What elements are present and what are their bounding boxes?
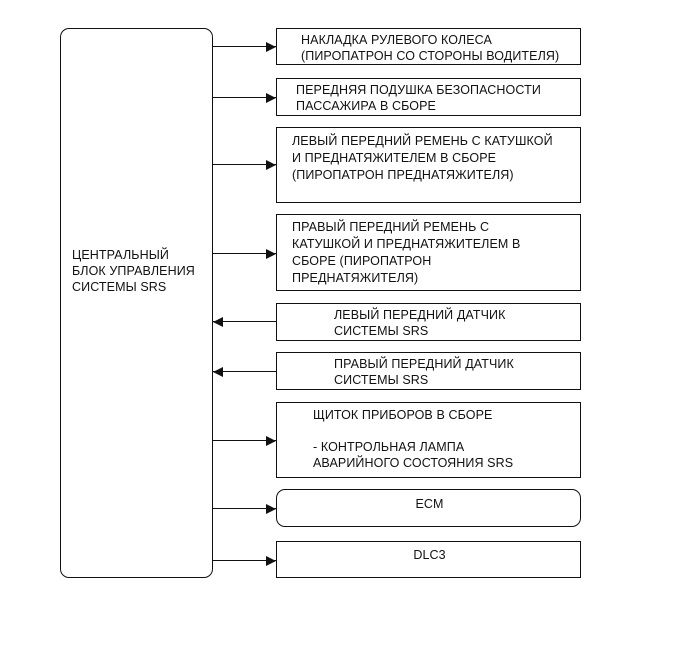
arrowhead-to-component-ecm [266, 503, 276, 514]
connector-line-left-front-belt [213, 164, 276, 165]
component-label-line: ПРАВЫЙ ПЕРЕДНИЙ ДАТЧИК [334, 357, 514, 371]
component-label-line: СБОРЕ (ПИРОПАТРОН [292, 254, 432, 268]
connector-line-dlc3 [213, 560, 276, 561]
component-label-line: КАТУШКОЙ И ПРЕДНАТЯЖИТЕЛЕМ В [292, 237, 521, 251]
component-label-line: ПАССАЖИРА В СБОРЕ [296, 99, 436, 113]
connector-line-passenger-airbag [213, 97, 276, 98]
connector-line-instrument-panel [213, 440, 276, 441]
component-label-line: АВАРИЙНОГО СОСТОЯНИЯ SRS [313, 456, 514, 470]
arrowhead-to-component-passenger-airbag [266, 92, 276, 103]
connector-line-right-front-belt [213, 253, 276, 254]
connector-line-steering-wheel-pad [213, 46, 276, 47]
component-label-line: (ПИРОПАТРОН ПРЕДНАТЯЖИТЕЛЯ) [292, 168, 514, 182]
arrowhead-to-component-right-front-belt [266, 248, 276, 259]
component-box-instrument-panel: ЩИТОК ПРИБОРОВ В СБОРЕ - КОНТРОЛЬНАЯ ЛАМП… [276, 402, 581, 478]
connector-line-right-front-sensor [213, 371, 276, 372]
arrowhead-to-component-dlc3 [266, 555, 276, 566]
arrowhead-to-component-instrument-panel [266, 435, 276, 446]
component-label-line: И ПРЕДНАТЯЖИТЕЛЕМ В СБОРЕ [292, 151, 497, 165]
component-box-left-front-sensor: ЛЕВЫЙ ПЕРЕДНИЙ ДАТЧИК СИСТЕМЫ SRS [276, 303, 581, 341]
component-label-line: (ПИРОПАТРОН СО СТОРОНЫ ВОДИТЕЛЯ) [301, 49, 560, 63]
component-box-passenger-airbag: ПЕРЕДНЯЯ ПОДУШКА БЕЗОПАСНОСТИ ПАССАЖИРА В… [276, 78, 581, 116]
arrowhead-to-central-right-front-sensor [213, 366, 223, 377]
component-box-dlc3: DLC3 [276, 541, 581, 578]
arrowhead-to-central-left-front-sensor [213, 316, 223, 327]
component-box-left-front-belt: ЛЕВЫЙ ПЕРЕДНИЙ РЕМЕНЬ С КАТУШКОЙ И ПРЕДНА… [276, 127, 581, 203]
connector-line-ecm [213, 508, 276, 509]
component-label-line: DLC3 [413, 548, 446, 562]
component-label-line: НАКЛАДКА РУЛЕВОГО КОЛЕСА [301, 33, 492, 47]
component-box-right-front-sensor: ПРАВЫЙ ПЕРЕДНИЙ ДАТЧИК СИСТЕМЫ SRS [276, 352, 581, 390]
component-label-line: - КОНТРОЛЬНАЯ ЛАМПА [313, 440, 465, 454]
connector-line-left-front-sensor [213, 321, 276, 322]
component-label-line: ECM [415, 497, 444, 511]
arrowhead-to-component-left-front-belt [266, 159, 276, 170]
component-box-right-front-belt: ПРАВЫЙ ПЕРЕДНИЙ РЕМЕНЬ С КАТУШКОЙ И ПРЕДН… [276, 214, 581, 291]
component-box-steering-wheel-pad: НАКЛАДКА РУЛЕВОГО КОЛЕСА (ПИРОПАТРОН СО С… [276, 28, 581, 65]
central-unit-label-line: ЦЕНТРАЛЬНЫЙ [72, 248, 169, 262]
central-unit-label-line: БЛОК УПРАВЛЕНИЯ [72, 264, 195, 278]
component-box-ecm: ECM [276, 489, 581, 527]
component-label-line: ЛЕВЫЙ ПЕРЕДНИЙ ДАТЧИК [334, 308, 506, 322]
component-label-line: СИСТЕМЫ SRS [334, 373, 429, 387]
component-label-line: ЛЕВЫЙ ПЕРЕДНИЙ РЕМЕНЬ С КАТУШКОЙ [292, 134, 553, 148]
component-label-line: ПРАВЫЙ ПЕРЕДНИЙ РЕМЕНЬ С [292, 220, 490, 234]
component-label-line: СИСТЕМЫ SRS [334, 324, 429, 338]
central-unit-label-line: СИСТЕМЫ SRS [72, 280, 167, 294]
component-label-line: ПЕРЕДНЯЯ ПОДУШКА БЕЗОПАСНОСТИ [296, 83, 541, 97]
component-label-line: ПРЕДНАТЯЖИТЕЛЯ) [292, 271, 419, 285]
component-label-line: ЩИТОК ПРИБОРОВ В СБОРЕ [313, 408, 493, 422]
arrowhead-to-component-steering-wheel-pad [266, 41, 276, 52]
srs-central-unit-box: ЦЕНТРАЛЬНЫЙ БЛОК УПРАВЛЕНИЯ СИСТЕМЫ SRS [60, 28, 213, 578]
